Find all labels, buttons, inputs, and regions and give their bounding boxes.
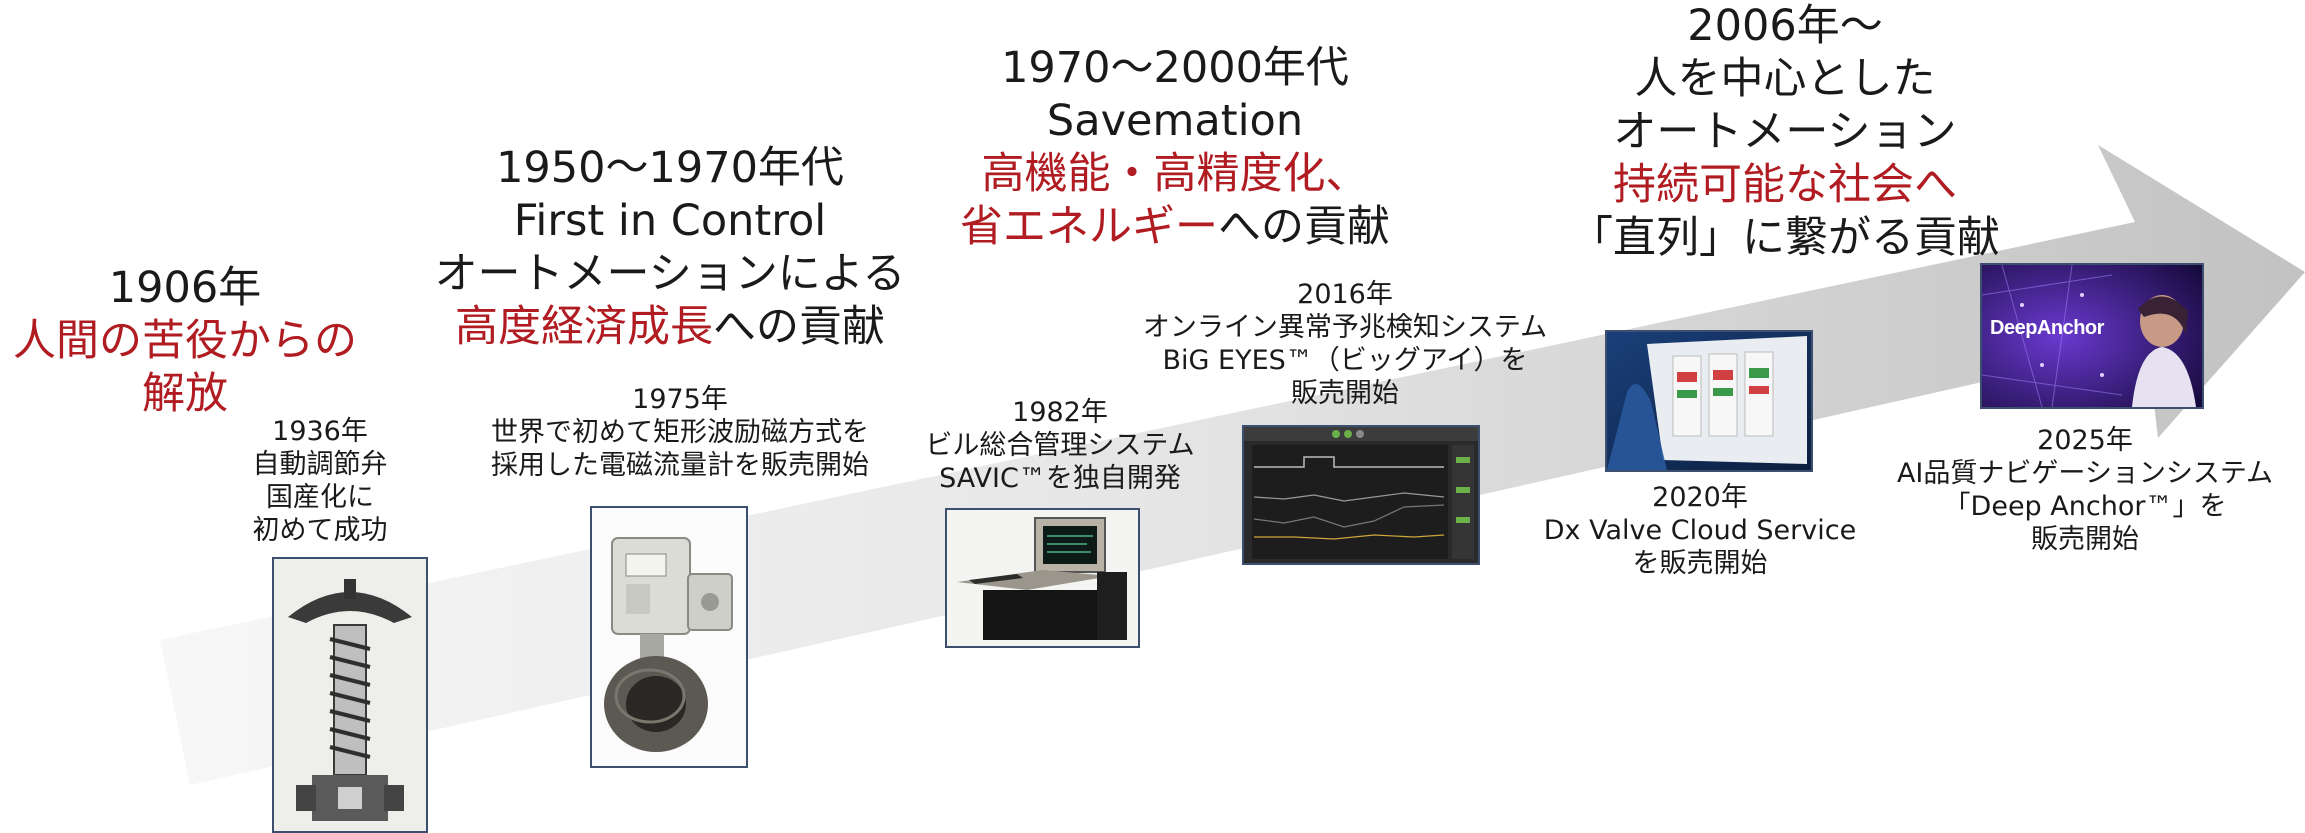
milestone-1975-year: 1975年: [632, 384, 728, 415]
era-2006-line2: オートメーション: [1613, 107, 1957, 157]
era-1970-rest: への貢献: [1218, 202, 1390, 252]
savic-console-photo: [945, 508, 1140, 648]
milestone-2020-line1: Dx Valve Cloud Service: [1543, 515, 1857, 546]
big-eyes-screen-photo: [1242, 425, 1480, 565]
milestone-2025-line2: 「Deep Anchor™」を: [1943, 491, 2227, 522]
milestone-2016-line1: オンライン異常予兆検知システム: [1142, 312, 1548, 343]
milestone-1936-line3: 初めて成功: [252, 515, 388, 546]
milestone-2025: 2025年 AI品質ナビゲーションシステム 「Deep Anchor™」を 販売…: [1870, 424, 2300, 556]
era-1906-line1: 人間の苦役からの: [13, 316, 357, 366]
milestone-2016-line2: BiG EYES™（ビッグアイ）を: [1162, 345, 1528, 376]
milestone-2016: 2016年 オンライン異常予兆検知システム BiG EYES™（ビッグアイ）を …: [1125, 278, 1565, 410]
milestone-1982-line1: ビル総合管理システム: [925, 430, 1195, 461]
era-1970-line1: Savemation: [1046, 96, 1304, 146]
era-1970-line3: 省エネルギーへの貢献: [935, 201, 1415, 254]
era-2006-line4: 「直列」に繋がる貢献: [1570, 213, 2000, 263]
milestone-1982: 1982年 ビル総合管理システム SAVIC™を独自開発: [905, 396, 1215, 495]
milestone-1982-line2: SAVIC™を独自開発: [939, 463, 1181, 494]
milestone-1936-line2: 国産化に: [266, 482, 374, 513]
dx-valve-cloud-photo: [1605, 330, 1813, 472]
era-1950-rest: への貢献: [713, 302, 885, 352]
milestone-2020-year: 2020年: [1652, 482, 1748, 513]
milestone-1975-line2: 採用した電磁流量計を販売開始: [491, 450, 869, 481]
era-1950: 1950～1970年代 First in Control オートメーションによる…: [405, 142, 935, 354]
era-1950-line3: 高度経済成長への貢献: [405, 301, 935, 354]
milestone-2025-line1: AI品質ナビゲーションシステム: [1896, 458, 2274, 489]
era-2006: 2006年～ 人を中心とした オートメーション 持続可能な社会へ 「直列」に繋が…: [1570, 0, 2000, 265]
era-1950-highlight: 高度経済成長: [455, 302, 713, 352]
milestone-1936: 1936年 自動調節弁 国産化に 初めて成功: [240, 415, 400, 547]
era-1906-year: 1906年: [108, 263, 262, 313]
milestone-2020-line2: を販売開始: [1632, 548, 1768, 579]
era-1950-year: 1950～1970年代: [496, 143, 844, 193]
era-2006-year: 2006年～: [1687, 1, 1883, 51]
milestone-1936-line1: 自動調節弁: [252, 449, 388, 480]
milestone-1982-year: 1982年: [1012, 397, 1108, 428]
era-1970: 1970～2000年代 Savemation 高機能・高精度化、 省エネルギーへ…: [935, 42, 1415, 254]
era-1950-line1: First in Control: [513, 196, 827, 246]
deep-anchor-photo: DeepAnchor: [1980, 263, 2204, 409]
era-2006-line3: 持続可能な社会へ: [1613, 160, 1957, 210]
era-1906-line2: 解放: [142, 369, 228, 419]
milestone-1975: 1975年 世界で初めて矩形波励磁方式を 採用した電磁流量計を販売開始: [470, 383, 890, 482]
era-1970-year: 1970～2000年代: [1001, 43, 1349, 93]
milestone-2016-year: 2016年: [1297, 279, 1393, 310]
era-2006-line1: 人を中心とした: [1634, 54, 1936, 104]
flowmeter-photo: [590, 506, 748, 768]
milestone-1936-year: 1936年: [272, 416, 368, 447]
deep-anchor-logo: DeepAnchor: [1990, 317, 2104, 339]
milestone-2025-line3: 販売開始: [2031, 524, 2139, 555]
milestone-2025-year: 2025年: [2037, 425, 2133, 456]
era-1906: 1906年 人間の苦役からの 解放: [0, 262, 370, 421]
milestone-2016-line3: 販売開始: [1291, 378, 1399, 409]
era-1950-line2: オートメーションによる: [434, 249, 906, 299]
control-valve-photo: [272, 557, 428, 833]
era-1970-highlight: 省エネルギー: [960, 202, 1218, 252]
milestone-2020: 2020年 Dx Valve Cloud Service を販売開始: [1530, 481, 1870, 580]
milestone-1975-line1: 世界で初めて矩形波励磁方式を: [491, 417, 869, 448]
era-1970-line2: 高機能・高精度化、: [981, 149, 1369, 199]
